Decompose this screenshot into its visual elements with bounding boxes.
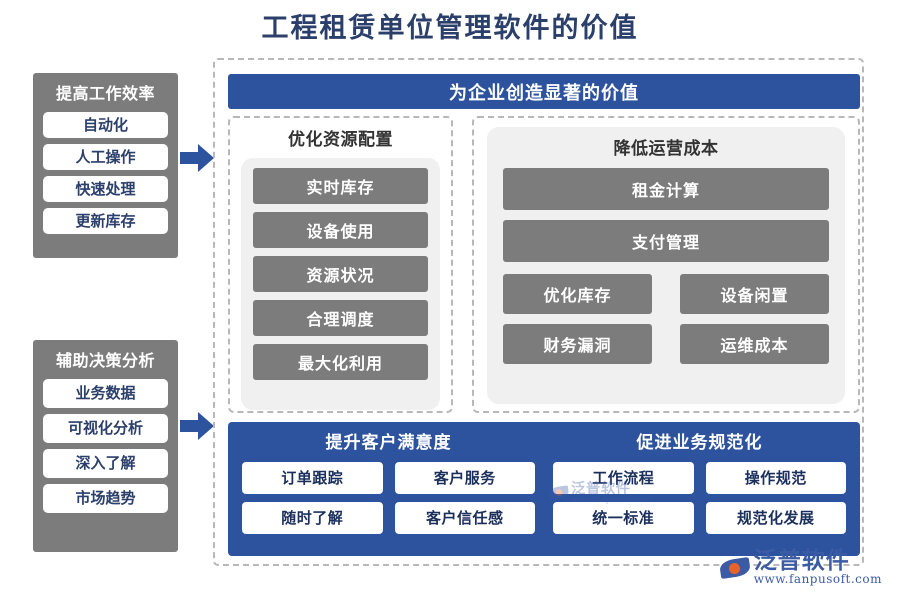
section-reduce-cost: 降低运营成本 租金计算 支付管理 优化库存 设备闲置 财务漏洞 运维成本 [472,116,860,413]
chip-rent-calculation[interactable]: 租金计算 [503,168,829,210]
chip-customer-trust[interactable]: 客户信任感 [394,502,535,534]
arrow-right-icon [180,144,214,172]
chip-operation-standard[interactable]: 操作规范 [705,462,846,494]
arrow-right-icon [180,412,214,440]
chip-unified-standard[interactable]: 统一标准 [553,502,694,534]
chip-standardized-development[interactable]: 规范化发展 [705,502,846,534]
bottom-column-business-standardization: 促进业务规范化 工作流程 操作规范 统一标准 规范化发展 [553,428,846,546]
chip-resource-status[interactable]: 资源状况 [253,256,428,292]
cost-chip-grid: 优化库存 设备闲置 财务漏洞 运维成本 [503,274,829,364]
section-item-container: 实时库存 设备使用 资源状况 合理调度 最大化利用 [241,158,440,410]
chip-financial-loophole[interactable]: 财务漏洞 [503,324,652,364]
sidebar-chip-visual-analysis[interactable]: 可视化分析 [43,414,168,443]
main-dashed-container [213,58,864,566]
chip-rational-scheduling[interactable]: 合理调度 [253,300,428,336]
section-bottom-blue: 提升客户满意度 订单跟踪 客户服务 随时了解 客户信任感 促进业务规范化 工作流… [228,422,860,556]
section-heading: 降低运营成本 [613,139,719,159]
sidebar-chip-automation[interactable]: 自动化 [43,112,168,138]
sidebar-panel-efficiency: 提高工作效率 自动化 人工操作 快速处理 更新库存 [33,73,178,258]
sidebar-panel-title: 提高工作效率 [55,84,155,103]
section-optimize-resources: 优化资源配置 实时库存 设备使用 资源状况 合理调度 最大化利用 [228,116,453,413]
chip-customer-service[interactable]: 客户服务 [394,462,535,494]
chip-equipment-idle[interactable]: 设备闲置 [680,274,829,314]
sidebar-chip-market-trend[interactable]: 市场趋势 [43,484,168,513]
sidebar-chip-business-data[interactable]: 业务数据 [43,379,168,408]
chip-order-tracking[interactable]: 订单跟踪 [242,462,383,494]
chip-equipment-usage[interactable]: 设备使用 [253,212,428,248]
sidebar-chip-deep-understanding[interactable]: 深入了解 [43,449,168,478]
sidebar-panel-item-list: 业务数据 可视化分析 深入了解 市场趋势 [43,379,168,542]
section-heading: 提升客户满意度 [325,433,452,453]
chip-workflow[interactable]: 工作流程 [553,462,694,494]
bottom-column-customer-satisfaction: 提升客户满意度 订单跟踪 客户服务 随时了解 客户信任感 [242,428,535,546]
main-banner: 为企业创造显著的价值 [228,74,860,109]
sidebar-chip-manual-operation[interactable]: 人工操作 [43,144,168,170]
sidebar-panel-item-list: 自动化 人工操作 快速处理 更新库存 [43,112,168,248]
sidebar-chip-fast-processing[interactable]: 快速处理 [43,176,168,202]
chip-payment-management[interactable]: 支付管理 [503,220,829,262]
section-item-container: 降低运营成本 租金计算 支付管理 优化库存 设备闲置 财务漏洞 运维成本 [487,127,845,404]
satisfaction-chip-grid: 订单跟踪 客户服务 随时了解 客户信任感 [242,462,535,534]
watermark-url: www.fanpusoft.com [753,572,882,587]
page-title: 工程租赁单位管理软件的价值 [261,13,639,44]
chip-maximize-utilization[interactable]: 最大化利用 [253,344,428,380]
section-heading: 促进业务规范化 [636,433,763,453]
chip-realtime-inventory[interactable]: 实时库存 [253,168,428,204]
sidebar-panel-decision-analysis: 辅助决策分析 业务数据 可视化分析 深入了解 市场趋势 [33,340,178,552]
sidebar-chip-update-inventory[interactable]: 更新库存 [43,208,168,234]
chip-anytime-understanding[interactable]: 随时了解 [242,502,383,534]
section-heading: 优化资源配置 [288,130,393,150]
sidebar-panel-title: 辅助决策分析 [55,351,155,370]
chip-maintenance-cost[interactable]: 运维成本 [680,324,829,364]
standardization-chip-grid: 工作流程 操作规范 统一标准 规范化发展 [553,462,846,534]
chip-optimize-inventory[interactable]: 优化库存 [503,274,652,314]
